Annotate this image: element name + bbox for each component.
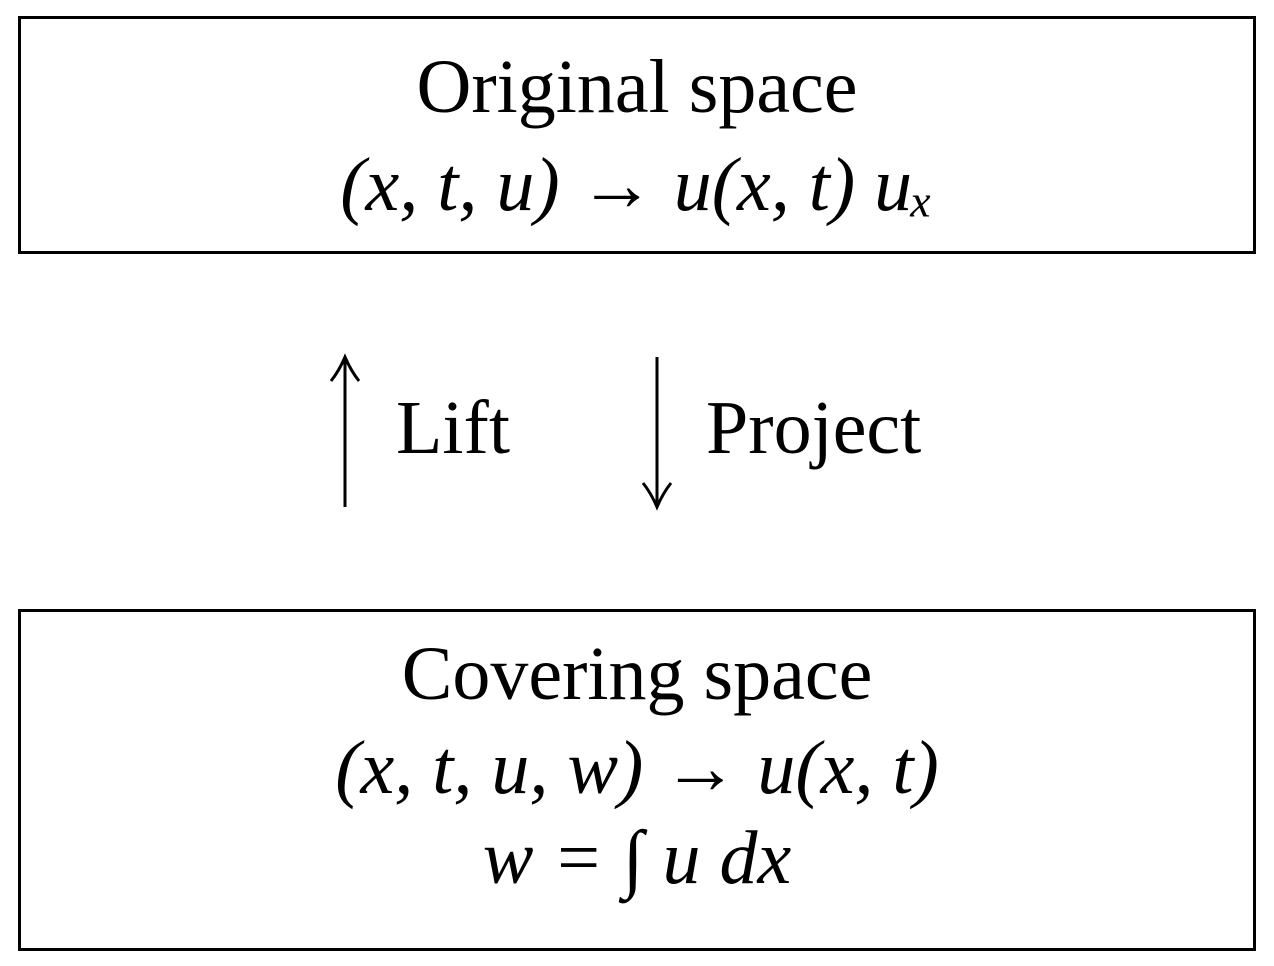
- lift-label: Lift: [396, 386, 510, 470]
- covering-space-formula-map: (x, t, u, w) → u(x, t): [335, 726, 939, 810]
- original-space-formula: (x, t, u) → u(x, t) uₓ: [340, 143, 934, 227]
- original-space-title: Original space: [416, 45, 858, 129]
- covering-space-title: Covering space: [401, 632, 873, 716]
- project-arrow-icon: [641, 357, 673, 511]
- lift-arrow-icon: [329, 353, 361, 507]
- covering-space-box: Covering space (x, t, u, w) → u(x, t) w …: [18, 609, 1256, 951]
- covering-space-formula-integral: w = ∫ u dx: [482, 816, 792, 900]
- project-label: Project: [706, 386, 922, 470]
- original-space-box: Original space (x, t, u) → u(x, t) uₓ: [18, 16, 1256, 254]
